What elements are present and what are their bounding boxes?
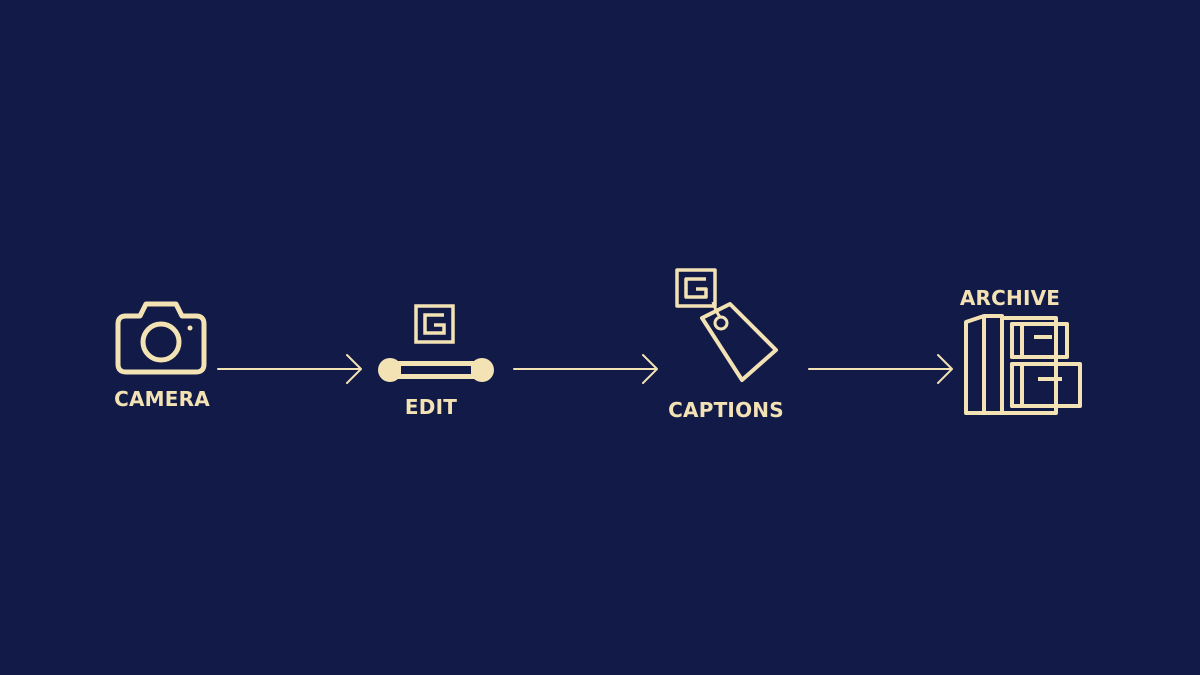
step-label-edit: EDIT (404, 395, 458, 419)
step-label-archive: ARCHIVE (959, 286, 1061, 310)
arrow-captions-to-archive (808, 354, 953, 384)
arrow-edit-to-captions (513, 354, 658, 384)
timeline-bar (378, 358, 494, 382)
filing-cabinet-icon (964, 314, 1082, 415)
arrow-camera-to-edit (217, 354, 362, 384)
step-label-captions: CAPTIONS (668, 398, 784, 422)
tag-icon (675, 268, 778, 382)
camera-icon (115, 301, 207, 375)
edit-timeline-icon (378, 304, 494, 382)
step-label-camera: CAMERA (114, 387, 210, 411)
frame-glyph-icon (414, 304, 455, 344)
frame-glyph-icon (675, 268, 717, 308)
